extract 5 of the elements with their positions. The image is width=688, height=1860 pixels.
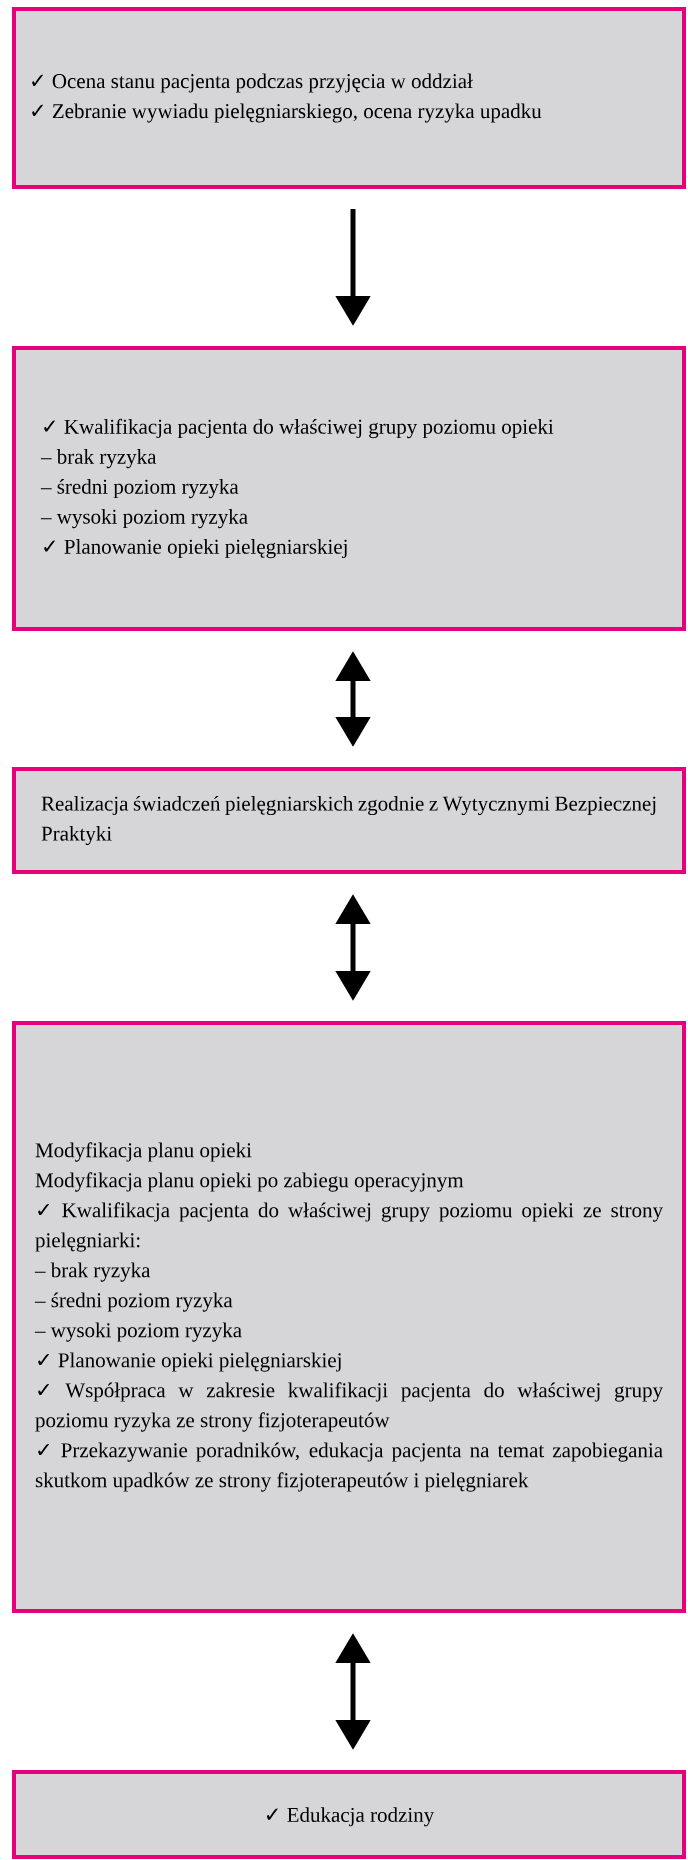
process-box: ✓ Edukacja rodziny — [12, 1770, 686, 1859]
process-box: Realizacja świadczeń pielęgniarskich zgodnie z Wytycznymi Bezpiecznej Praktyki — [12, 767, 686, 874]
process-box: Modyfikacja planu opieki Modyfikacja planu opieki po zabiegu operacyjnym ✓ Kwalifikacja pacjenta do właściwej grupy poziomu opieki ze strony pielęgniarki: – brak ryzyka – średni poziom ryzyka – wysoki poziom ryzyka ✓ Planowanie opieki pielęgniarskiej ✓ Współpraca w zakresie kwalifikacji pacjenta do właściwej grupy poziomu ryzyka ze strony fizjoterapeutów ✓ Przekazywanie poradników, edukacja pacjenta na temat zapobiegania skutkom upadków ze strony fizjoterapeutów i pielęgniarek — [12, 1021, 686, 1613]
process-box: ✓ Kwalifikacja pacjenta do właściwej grupy poziomu opieki – brak ryzyka – średni poziom ryzyka – wysoki poziom ryzyka ✓ Planowanie opieki pielęgniarskiej — [12, 346, 686, 631]
process-box: ✓ Ocena stanu pacjenta podczas przyjęcia w oddział ✓ Zebranie wywiadu pielęgniarskiego, ocena ryzyka upadku — [12, 7, 686, 189]
